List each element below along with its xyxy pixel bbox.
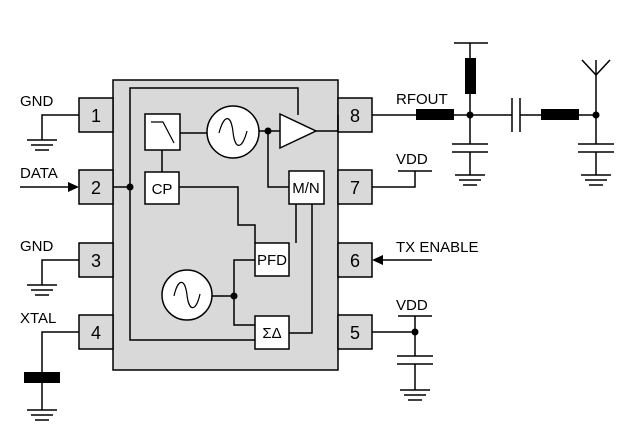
lowpass-filter [144, 113, 181, 151]
junction-dot [264, 127, 272, 135]
junction-dot [230, 292, 238, 300]
pin-4-number: 4 [91, 323, 101, 343]
reference-oscillator-icon [173, 281, 201, 309]
pin-4-box [78, 314, 114, 350]
pin-1-external: GND [20, 93, 79, 151]
pin-3: 3 [78, 242, 114, 278]
pin-7-wire [372, 171, 416, 188]
vco-divider-wire [267, 131, 289, 188]
pin-4-net-label: XTAL [20, 310, 56, 327]
junction-dot [466, 111, 474, 119]
pin-6-net-label: TX ENABLE [396, 239, 479, 256]
pin-2: 2 [78, 169, 114, 205]
capacitor-icon [511, 98, 521, 132]
junction-dot [592, 111, 600, 119]
pin-3-number: 3 [91, 251, 101, 271]
power-amplifier-icon [279, 112, 318, 150]
inductor-icon [416, 109, 454, 120]
pin-8-net-label: RFOUT [396, 91, 448, 108]
arrow-right-icon [68, 182, 79, 192]
pin-4-wire [41, 331, 79, 372]
pin-6-number: 6 [350, 251, 360, 271]
sigma-delta-label: ΣΔ [262, 325, 281, 342]
pin-8-number: 8 [350, 106, 360, 126]
pfd-label: PFD [257, 252, 287, 269]
charge-pump-box [144, 171, 180, 205]
power-amplifier [279, 112, 318, 150]
pin-1: 1 [78, 97, 114, 133]
pfd: PFD [254, 242, 290, 277]
vco-icon [218, 118, 248, 146]
pin-3-net-label: GND [20, 238, 54, 255]
pin-5-net-label: VDD [396, 297, 428, 314]
vco [206, 105, 260, 159]
pin-3-wire [41, 259, 79, 285]
pin-2-net-label: DATA [20, 165, 58, 182]
pin-2-external: DATA [20, 165, 79, 192]
loop-wire-bottom [129, 187, 255, 341]
ref-sigma-delta-wire [233, 296, 255, 326]
pin-1-net-label: GND [20, 93, 54, 110]
loop-wire-top [129, 87, 299, 187]
pin-4-external: XTAL [20, 310, 79, 421]
capacitor-icon [397, 355, 433, 365]
pin-6: 6 [337, 242, 373, 278]
ground-icon [581, 174, 611, 186]
pin-6-box [337, 242, 373, 278]
internal-wiring [113, 87, 339, 341]
crystal-icon [24, 372, 60, 383]
pin-1-number: 1 [91, 106, 101, 126]
cp-pfd-wire [179, 186, 256, 243]
ref-pfd-wire [233, 259, 255, 296]
pin-1-wire [41, 114, 79, 140]
sigma-delta-box [254, 315, 290, 350]
capacitor-icon [452, 143, 488, 153]
pin-2-box [78, 169, 114, 205]
pin-8: 8 [337, 97, 373, 133]
pin-5-external: VDD [372, 297, 433, 401]
pin-5-box [337, 314, 373, 350]
pin-4: 4 [78, 314, 114, 350]
pin-3-box [78, 242, 114, 278]
ground-icon [27, 284, 57, 296]
charge-pump: CP [144, 171, 180, 205]
junction-dot [126, 183, 134, 191]
pfd-box [254, 242, 290, 277]
pin-7-net-label: VDD [396, 151, 428, 168]
ground-icon [455, 174, 485, 186]
ground-icon [27, 409, 57, 421]
divider-box [288, 170, 325, 205]
inductor-icon [541, 109, 579, 120]
sigma-delta: ΣΔ [254, 315, 290, 350]
ground-icon [27, 139, 57, 151]
inductor-icon [465, 58, 476, 94]
pin-2-number: 2 [91, 178, 101, 198]
ground-icon [400, 389, 430, 401]
pin-7-box [337, 169, 373, 205]
charge-pump-label: CP [152, 181, 173, 198]
capacitor-icon [578, 143, 614, 153]
junction-dot [411, 328, 419, 336]
lowpass-filter-box [144, 113, 181, 151]
lowpass-filter-icon [151, 121, 175, 144]
amp-output-wire [316, 115, 339, 132]
pin-7: 7 [337, 169, 373, 205]
pin-8-external: RFOUT [372, 42, 614, 186]
divider-label: M/N [292, 180, 320, 197]
arrow-left-icon [372, 255, 383, 265]
pin-7-number: 7 [350, 178, 360, 198]
reference-oscillator [161, 269, 213, 321]
pin-5: 5 [337, 314, 373, 350]
divider: M/N [288, 170, 325, 205]
pin-6-external: TX ENABLE [372, 239, 479, 265]
pin-1-box [78, 97, 114, 133]
sigma-delta-divider-wire [289, 204, 313, 334]
pin-5-number: 5 [350, 323, 360, 343]
pin-7-external: VDD [372, 151, 432, 188]
pin-3-external: GND [20, 238, 79, 296]
